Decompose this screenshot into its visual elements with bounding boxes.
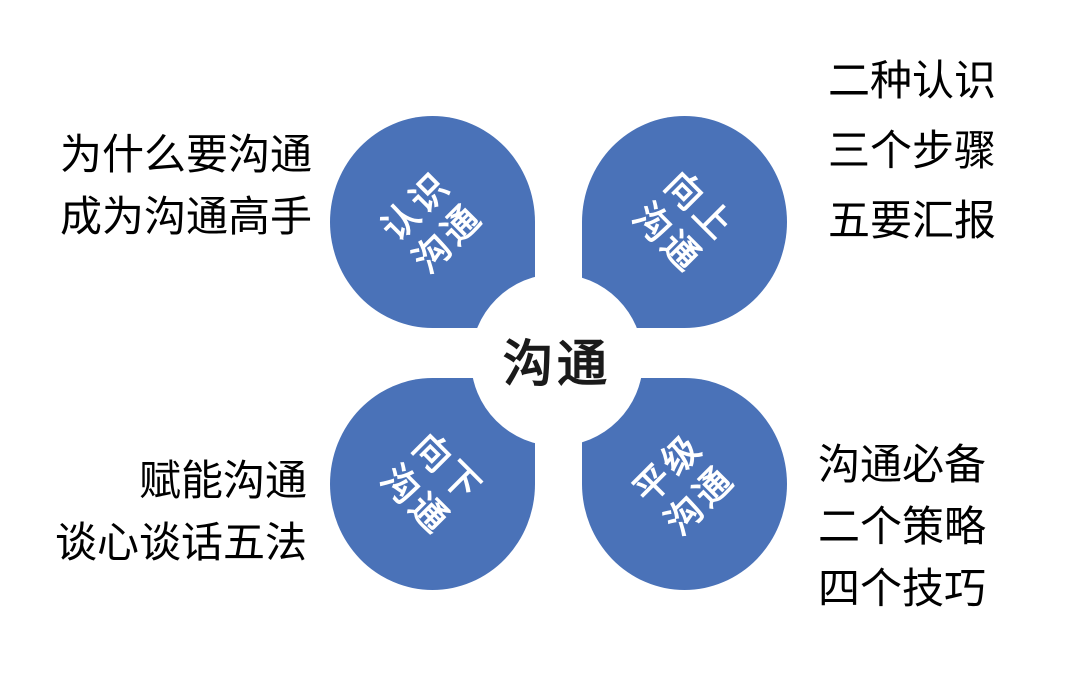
annotation-line: 为什么要沟通	[60, 131, 313, 178]
annotation-line: 谈心谈话五法	[54, 519, 307, 566]
petal-upward-communication: 向上 沟通	[582, 116, 787, 328]
petal-label-peer: 平级 沟通	[624, 424, 744, 544]
petal-label-upward: 向上 沟通	[624, 162, 744, 282]
annotation-line: 沟通必备	[818, 441, 987, 488]
annotation-line: 二种认识	[828, 57, 997, 104]
annotation-line: 赋能沟通	[138, 457, 307, 504]
center-label: 沟通	[503, 336, 611, 392]
annotation-line: 二个策略	[818, 503, 987, 550]
petal-label-understanding: 认识 沟通	[372, 162, 492, 282]
annotation-bottom-right: 沟通必备 二个策略 四个技巧	[818, 434, 986, 620]
annotation-top-left: 为什么要沟通 成为沟通高手	[60, 124, 312, 248]
annotation-line: 三个步骤	[828, 127, 997, 174]
petal-understanding-communication: 认识 沟通	[330, 116, 535, 328]
annotation-bottom-left: 赋能沟通 谈心谈话五法	[55, 450, 307, 574]
center-circle: 沟通	[471, 274, 643, 446]
petal-label-downward: 向下 沟通	[372, 424, 492, 544]
annotation-line: 成为沟通高手	[60, 193, 313, 240]
annotation-top-right: 二种认识 三个步骤 五要汇报	[828, 46, 996, 256]
annotation-line: 四个技巧	[818, 565, 987, 612]
annotation-line: 五要汇报	[828, 197, 997, 244]
